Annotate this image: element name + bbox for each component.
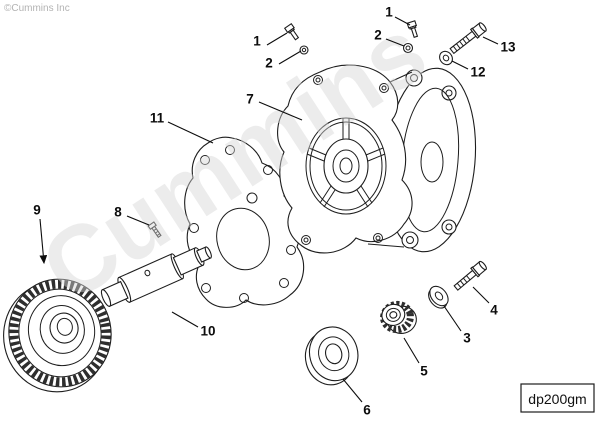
washer-plate — [304, 326, 359, 386]
callout-number-2: 2 — [374, 28, 382, 43]
pump-housing — [277, 64, 477, 254]
small-gear — [380, 300, 417, 334]
callout-line-1 — [266, 32, 288, 46]
callout-line-7 — [258, 101, 303, 121]
callout-number-9: 9 — [33, 203, 41, 218]
screw-8 — [147, 221, 162, 238]
drive-gear — [3, 278, 112, 393]
callout-number-1: 1 — [385, 5, 393, 20]
callout-number-10: 10 — [200, 324, 215, 339]
callout-number-5: 5 — [420, 364, 428, 379]
callout-line-6 — [342, 378, 363, 403]
callout-line-11 — [167, 121, 214, 144]
callout-number-2: 2 — [265, 56, 273, 71]
callout-line-2 — [278, 50, 302, 65]
callout-line-8 — [126, 215, 150, 226]
figure-code-box: dp200gm — [520, 383, 595, 413]
callout-number-4: 4 — [490, 303, 498, 318]
callout-line-1 — [394, 16, 411, 26]
callout-line-9 — [39, 218, 48, 265]
washer-2-left — [299, 45, 309, 55]
callout-line-10 — [171, 311, 199, 328]
callout-number-6: 6 — [363, 403, 371, 418]
callout-line-3 — [443, 305, 462, 332]
callout-line-4 — [472, 286, 490, 304]
copyright-watermark: ©Cummins Inc — [4, 3, 70, 14]
callout-number-1: 1 — [253, 34, 261, 49]
washer-12 — [439, 50, 453, 66]
washer-2-right — [402, 42, 414, 54]
callout-number-7: 7 — [246, 92, 254, 107]
callout-number-3: 3 — [463, 331, 471, 346]
callout-line-2 — [385, 38, 405, 47]
callout-number-13: 13 — [500, 40, 516, 55]
callout-line-12 — [451, 60, 469, 70]
gasket — [184, 136, 305, 308]
figure-code: dp200gm — [528, 391, 586, 407]
callout-line-5 — [403, 337, 420, 364]
cap-screw-4 — [453, 260, 487, 291]
cap-screw-13 — [449, 22, 487, 55]
washer-3 — [428, 285, 449, 309]
callout-line-13 — [482, 36, 499, 45]
screw-1-right — [406, 20, 419, 38]
callout-number-11: 11 — [150, 111, 165, 126]
callout-number-12: 12 — [470, 65, 485, 80]
callout-number-8: 8 — [114, 205, 122, 220]
drive-shaft — [100, 246, 212, 307]
screw-1-left — [283, 22, 300, 41]
